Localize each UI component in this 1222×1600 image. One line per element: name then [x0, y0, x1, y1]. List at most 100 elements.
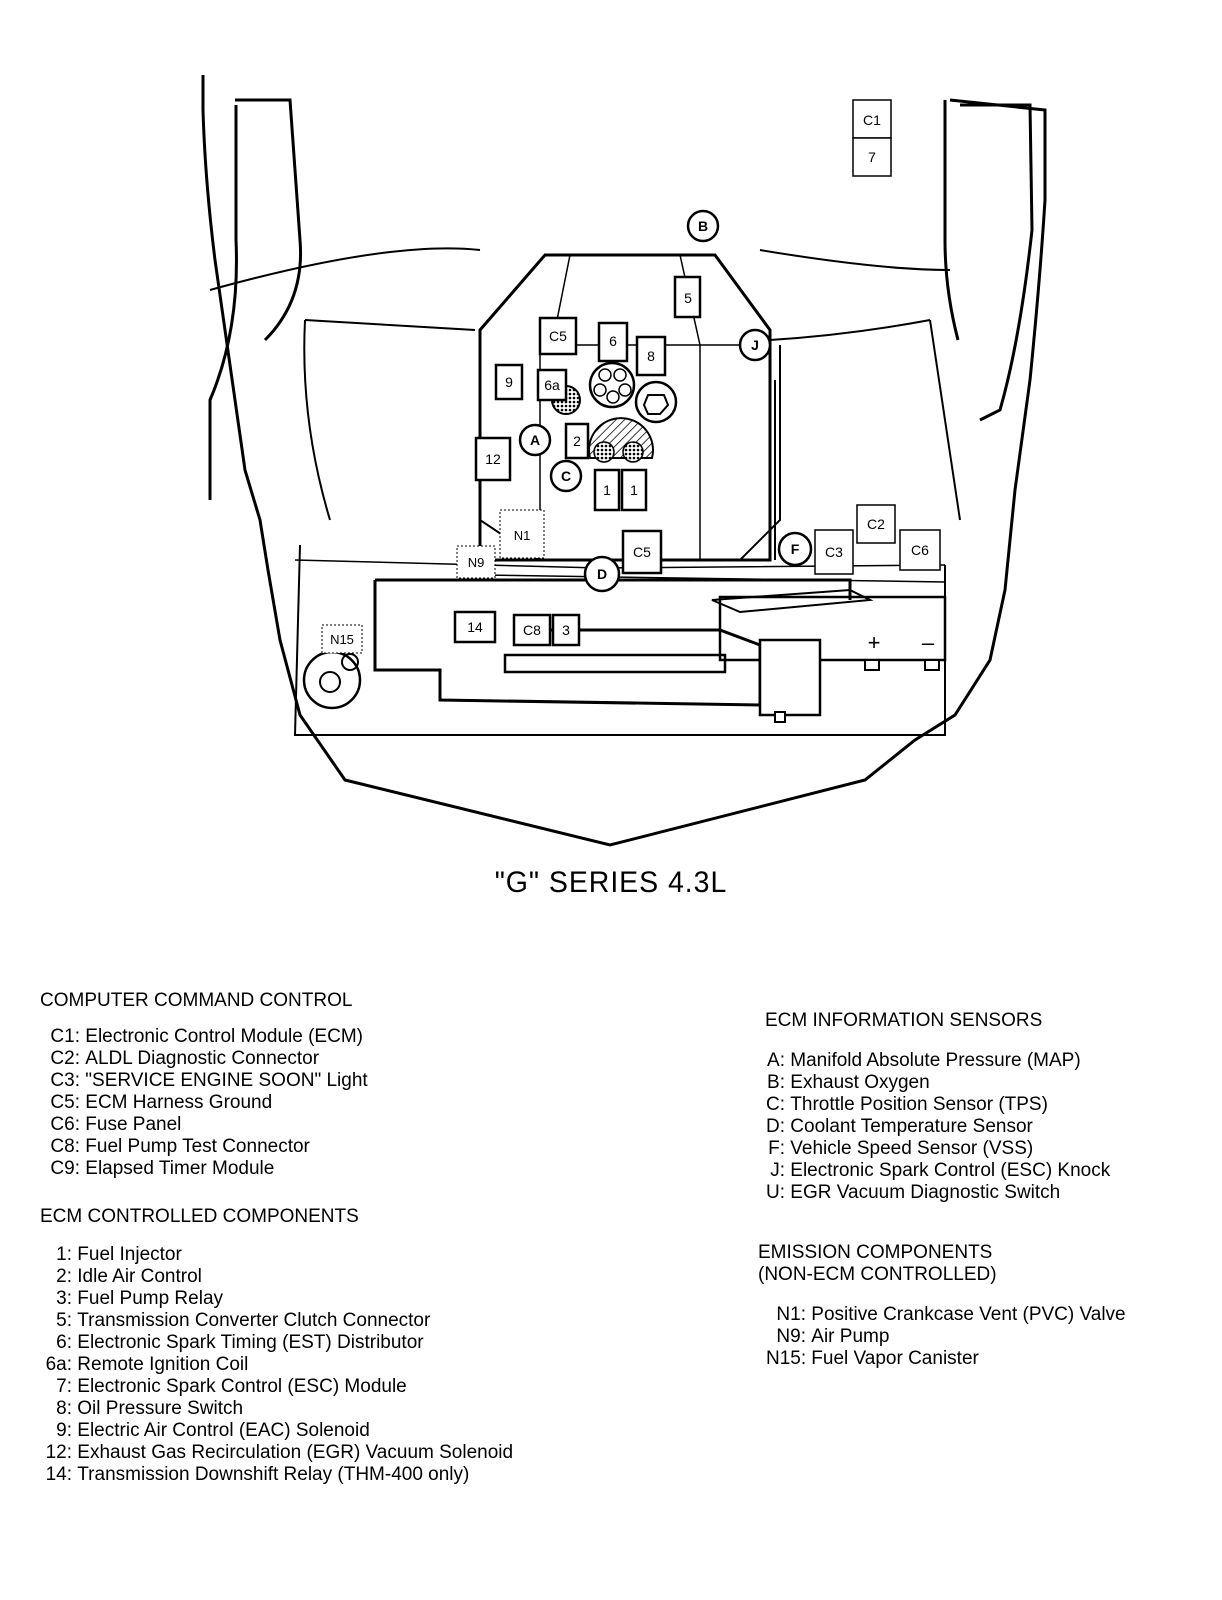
legend-item-text: EGR Vacuum Diagnostic Switch: [790, 1182, 1061, 1203]
sensor-d: D: [583, 555, 621, 593]
legend-item: C2: ALDL Diagnostic Connector: [50, 1048, 368, 1070]
legend-item-text: Vehicle Speed Sensor (VSS): [790, 1138, 1034, 1159]
vehicle-outline: [201, 75, 1047, 847]
legend-item: 8: Oil Pressure Switch: [40, 1398, 513, 1420]
legend-item: N1: Positive Crankcase Vent (PVC) Valve: [766, 1304, 1125, 1326]
legend-item-text: Fuel Pump Test Connector: [85, 1136, 310, 1157]
legend-item-key: N9:: [776, 1326, 806, 1347]
legend-item-text: Electronic Spark Control (ESC) Module: [77, 1376, 407, 1397]
svg-text:6a: 6a: [544, 377, 560, 393]
diagram-title: "G" SERIES 4.3L: [494, 866, 728, 899]
component-2: 2: [564, 422, 590, 460]
battery-plus-label: +: [868, 630, 881, 655]
legend-computer-command-control: COMPUTER COMMAND CONTROL C1: Electronic …: [40, 990, 368, 1180]
legend-item-text: Transmission Downshift Relay (THM-400 on…: [77, 1464, 470, 1485]
legend-item-text: Fuel Vapor Canister: [811, 1348, 979, 1369]
legend-item-key: 9:: [56, 1420, 72, 1441]
legend-item-key: 7:: [56, 1376, 72, 1397]
legend-item-key: 1:: [56, 1244, 72, 1265]
component-n15: N15: [321, 624, 363, 654]
radiator-support: [293, 544, 947, 736]
legend-subheading: (NON-ECM CONTROLLED): [758, 1264, 997, 1285]
svg-text:1: 1: [630, 482, 638, 498]
svg-text:5: 5: [684, 290, 692, 306]
legend-item-key: C5:: [50, 1092, 80, 1113]
legend-item-text: Manifold Absolute Pressure (MAP): [790, 1050, 1081, 1071]
legend-item: 3: Fuel Pump Relay: [40, 1288, 513, 1310]
component-c1: C1: [852, 99, 892, 139]
legend-item-text: Remote Ignition Coil: [77, 1354, 249, 1375]
svg-text:9: 9: [505, 374, 513, 390]
legend-item: 14: Transmission Downshift Relay (THM-40…: [40, 1464, 513, 1486]
svg-text:3: 3: [562, 622, 570, 638]
svg-text:J: J: [751, 337, 759, 353]
legend-item-key: 2:: [56, 1266, 72, 1287]
distributor: [588, 361, 636, 409]
legend-item: 9: Electric Air Control (EAC) Solenoid: [40, 1420, 513, 1442]
component-3: 3: [551, 613, 581, 647]
legend-item-key: 5:: [56, 1310, 72, 1331]
legend-item-text: Fuel Injector: [77, 1244, 182, 1265]
legend-item-text: ALDL Diagnostic Connector: [85, 1048, 320, 1069]
legend-item-key: N15:: [766, 1348, 807, 1369]
component-c6: C6: [899, 529, 941, 571]
legend-item-text: Fuel Pump Relay: [77, 1288, 224, 1309]
svg-text:2: 2: [573, 433, 581, 449]
legend-item-key: 6a:: [45, 1354, 72, 1375]
component-8: 8: [635, 335, 667, 377]
legend-item-key: N1:: [776, 1304, 806, 1325]
legend-item-text: Electronic Control Module (ECM): [85, 1026, 363, 1047]
legend-item-key: C1:: [50, 1026, 80, 1047]
engine-compartment-diagram: C1 7 5 C5 6 8 9 6a 2 12 1 1: [201, 75, 1047, 847]
component-6a: 6a: [536, 368, 568, 402]
oil-pressure-switch-body: [634, 380, 678, 424]
component-1-right: 1: [620, 468, 648, 512]
legend-item: 7: Electronic Spark Control (ESC) Module: [40, 1376, 513, 1398]
legend-item-key: 12:: [45, 1442, 72, 1463]
component-1-left: 1: [593, 468, 621, 512]
svg-text:A: A: [530, 432, 540, 448]
svg-text:D: D: [597, 566, 607, 582]
svg-text:N15: N15: [330, 632, 354, 647]
legend-item: N9: Air Pump: [766, 1326, 1126, 1348]
component-5: 5: [673, 275, 702, 319]
legend-item-text: Transmission Converter Clutch Connector: [77, 1310, 431, 1331]
svg-text:C: C: [561, 468, 571, 484]
legend-list: A: Manifold Absolute Pressure (MAP)B: Ex…: [765, 1050, 1110, 1204]
legend-item-text: ECM Harness Ground: [85, 1092, 273, 1113]
svg-text:B: B: [698, 218, 708, 234]
legend-item: D: Coolant Temperature Sensor: [765, 1116, 1110, 1138]
sensor-j: J: [738, 328, 772, 362]
legend-item-text: Exhaust Gas Recirculation (EGR) Vacuum S…: [77, 1442, 514, 1463]
component-c5-mid: C5: [621, 529, 663, 575]
component-c8: C8: [512, 613, 552, 647]
component-12: 12: [474, 436, 512, 482]
legend-item-key: C3:: [50, 1070, 80, 1091]
legend-item: 2: Idle Air Control: [40, 1266, 513, 1288]
legend-item-key: 8:: [56, 1398, 72, 1419]
svg-text:C2: C2: [867, 516, 885, 532]
legend-item-text: Air Pump: [811, 1326, 890, 1347]
svg-text:14: 14: [467, 619, 483, 635]
legend-item-text: Throttle Position Sensor (TPS): [790, 1094, 1048, 1115]
legend-item-text: Electronic Spark Control (ESC) Knock: [790, 1160, 1111, 1181]
legend-item-key: J:: [770, 1160, 785, 1181]
legend-item-key: D:: [766, 1116, 785, 1137]
legend-item-key: C8:: [50, 1136, 80, 1157]
component-c2: C2: [856, 504, 896, 544]
component-c3: C3: [814, 529, 854, 575]
legend-item: C5: ECM Harness Ground: [50, 1092, 368, 1114]
legend-item: C9: Elapsed Timer Module: [50, 1158, 368, 1180]
legend-item-text: Exhaust Oxygen: [790, 1072, 930, 1093]
legend-item-key: U:: [766, 1182, 785, 1203]
legend-ecm-information-sensors: ECM INFORMATION SENSORS A: Manifold Abso…: [765, 1010, 1110, 1204]
battery-minus-label: –: [922, 630, 935, 655]
legend-item-text: "SERVICE ENGINE SOON" Light: [85, 1070, 368, 1091]
legend-item: C: Throttle Position Sensor (TPS): [765, 1094, 1110, 1116]
svg-text:C6: C6: [911, 542, 929, 558]
legend-item: N15: Fuel Vapor Canister: [766, 1348, 1126, 1370]
legend-item-key: 14:: [45, 1464, 72, 1485]
legend-item: 6a: Remote Ignition Coil: [40, 1354, 513, 1376]
legend-item-key: C9:: [50, 1158, 80, 1179]
